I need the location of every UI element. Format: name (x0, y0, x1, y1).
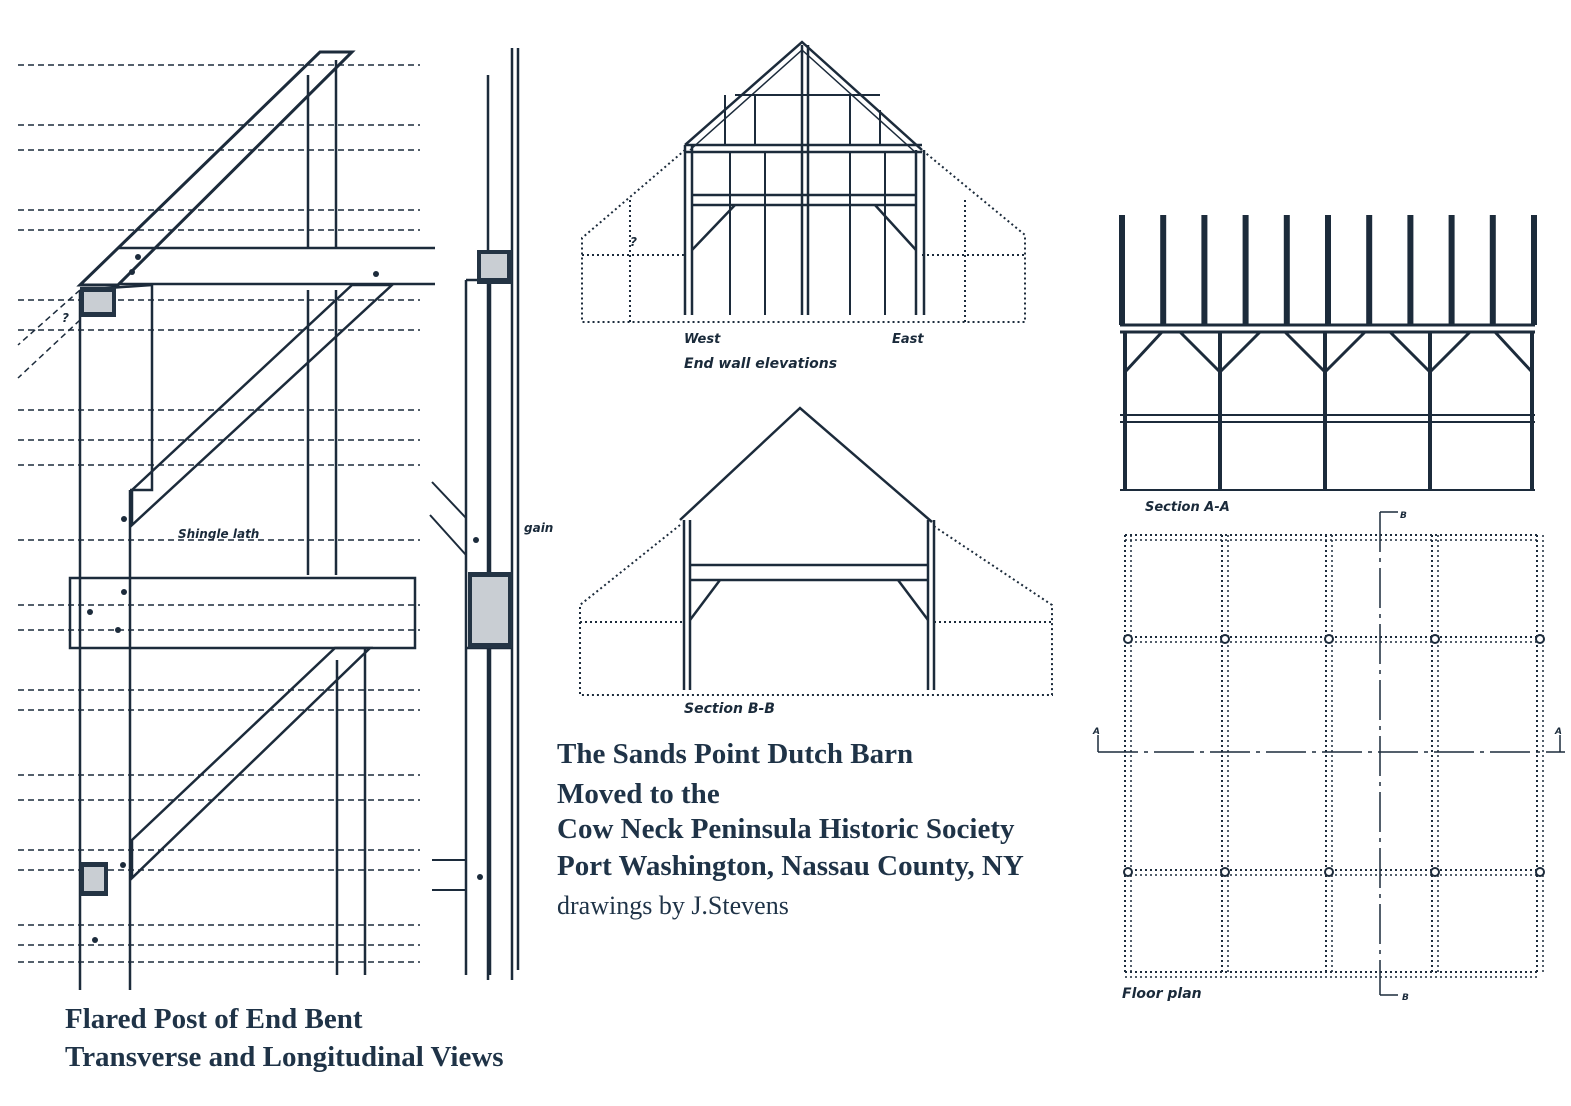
floor-plan: B B A A Floor plan (1092, 511, 1565, 1003)
flared-post-drawing: ? Shingle lath gain Flared Post of End B… (17, 48, 553, 1073)
end-wall-elevation: ? West East End wall elevations (581, 40, 1026, 372)
plan-post-marker (1123, 634, 1133, 644)
brace (1178, 330, 1222, 374)
brace (1493, 330, 1534, 374)
plan-marker-a-right: A (1554, 727, 1562, 737)
gain-label: gain (524, 521, 553, 535)
end-wall-query-mark: ? (630, 235, 637, 249)
title-line1: The Sands Point Dutch Barn (557, 738, 913, 770)
plan-marker-b-top: B (1400, 511, 1407, 521)
siding-lines (18, 64, 420, 963)
plan-post-marker (1430, 867, 1440, 877)
flared-post-caption-line1: Flared Post of End Bent (65, 1003, 363, 1035)
plan-marker-a-left: A (1092, 727, 1100, 737)
plan-post-marker (1220, 634, 1230, 644)
title-line3: Cow Neck Peninsula Historic Society (557, 813, 1015, 845)
section-aa-posts (1123, 330, 1534, 490)
east-label: East (892, 332, 924, 347)
section-aa-rafters (1119, 215, 1537, 325)
drawing-credit: drawings by J.Stevens (557, 891, 789, 920)
end-wall-caption: End wall elevations (684, 356, 837, 372)
brace (1428, 330, 1472, 374)
title-line2: Moved to the (557, 778, 720, 810)
plan-post-marker (1535, 634, 1545, 644)
plan-post-marker (1324, 634, 1334, 644)
plan-post-marker (1123, 867, 1133, 877)
query-mark: ? (62, 311, 69, 325)
brace (1283, 330, 1327, 374)
section-bb: Section B-B (579, 406, 1053, 717)
floor-plan-caption: Floor plan (1122, 986, 1202, 1002)
plan-post-marker (1535, 867, 1545, 877)
brace (1323, 330, 1367, 374)
floor-plan-grid (1123, 534, 1545, 978)
section-aa-caption: Section A-A (1145, 500, 1230, 515)
section-bb-caption: Section B-B (684, 701, 775, 717)
flared-post-caption-line2: Transverse and Longitudinal Views (65, 1041, 504, 1073)
plan-marker-b-bottom: B (1402, 993, 1409, 1003)
section-aa: Section A-A (1119, 215, 1537, 515)
brace (1388, 330, 1432, 374)
brace (1218, 330, 1262, 374)
plan-post-marker (1324, 867, 1334, 877)
title-block: The Sands Point Dutch Barn Moved to the … (557, 738, 1024, 920)
shingle-lath-label: Shingle lath (178, 527, 259, 541)
brace (1123, 330, 1164, 374)
west-label: West (684, 332, 721, 347)
plan-post-marker (1430, 634, 1440, 644)
plan-post-marker (1220, 867, 1230, 877)
title-line4: Port Washington, Nassau County, NY (557, 850, 1024, 882)
